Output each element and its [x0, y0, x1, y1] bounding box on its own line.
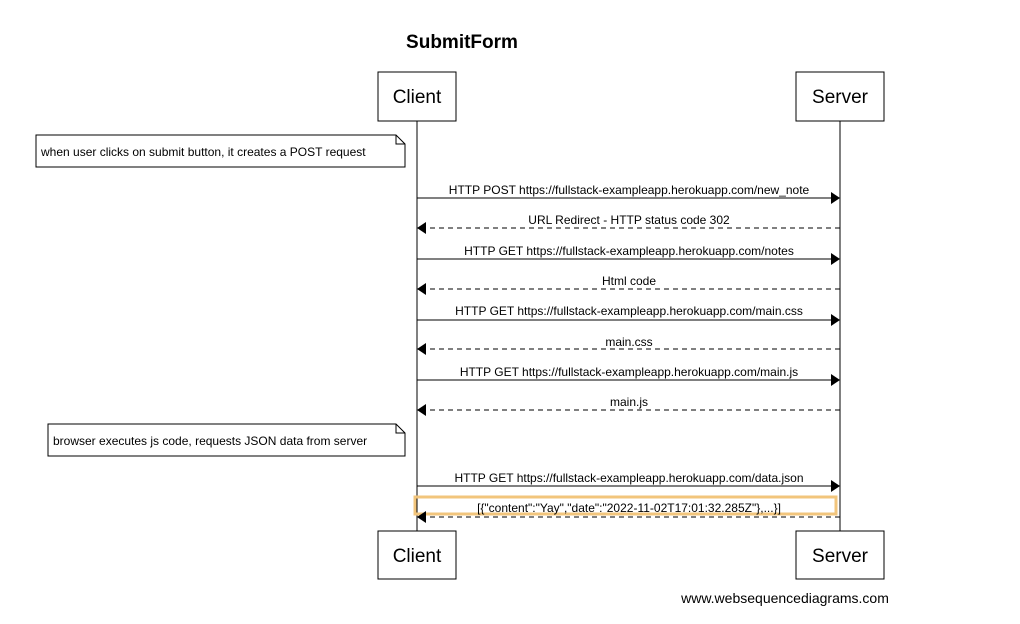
note-text: browser executes js code, requests JSON … [53, 434, 367, 448]
server-actor-top: Server [795, 71, 885, 122]
message-arrow: URL Redirect - HTTP status code 302 [417, 213, 840, 234]
note-text: when user clicks on submit button, it cr… [40, 145, 366, 159]
message-label: URL Redirect - HTTP status code 302 [528, 213, 730, 227]
highlight-box [413, 495, 838, 516]
watermark-link[interactable]: www.websequencediagrams.com [680, 590, 889, 606]
message-label: main.css [605, 335, 652, 349]
message-arrow: HTTP GET https://fullstack-exampleapp.he… [417, 471, 840, 492]
message-label: HTTP POST https://fullstack-exampleapp.h… [449, 183, 810, 197]
message-arrow: Html code [417, 274, 840, 295]
message-arrow: HTTP GET https://fullstack-exampleapp.he… [417, 365, 840, 386]
note: browser executes js code, requests JSON … [47, 423, 406, 457]
client-actor-bottom: Client [377, 530, 457, 580]
message-arrow: [{"content":"Yay","date":"2022-11-02T17:… [417, 501, 840, 523]
client-actor-label: Client [393, 546, 442, 567]
message-arrow: HTTP GET https://fullstack-exampleapp.he… [417, 244, 840, 265]
server-actor-label: Server [812, 546, 869, 567]
message-label: Html code [602, 274, 656, 288]
message-label: main.js [610, 395, 648, 409]
message-arrow: HTTP GET https://fullstack-exampleapp.he… [417, 304, 840, 326]
message-arrow: main.css [417, 335, 840, 355]
message-label: HTTP GET https://fullstack-exampleapp.he… [455, 304, 803, 318]
note: when user clicks on submit button, it cr… [35, 134, 406, 168]
message-label: [{"content":"Yay","date":"2022-11-02T17:… [477, 501, 781, 515]
message-arrow: HTTP POST https://fullstack-exampleapp.h… [417, 183, 840, 204]
message-arrow: main.js [417, 395, 840, 416]
message-label: HTTP GET https://fullstack-exampleapp.he… [464, 244, 794, 258]
message-label: HTTP GET https://fullstack-exampleapp.he… [454, 471, 803, 485]
client-actor-top: Client [377, 71, 457, 122]
client-actor-label: Client [393, 87, 442, 108]
server-actor-label: Server [812, 87, 869, 108]
message-label: HTTP GET https://fullstack-exampleapp.he… [460, 365, 798, 379]
server-actor-bottom: Server [795, 530, 885, 580]
diagram-title: SubmitForm [406, 32, 518, 53]
